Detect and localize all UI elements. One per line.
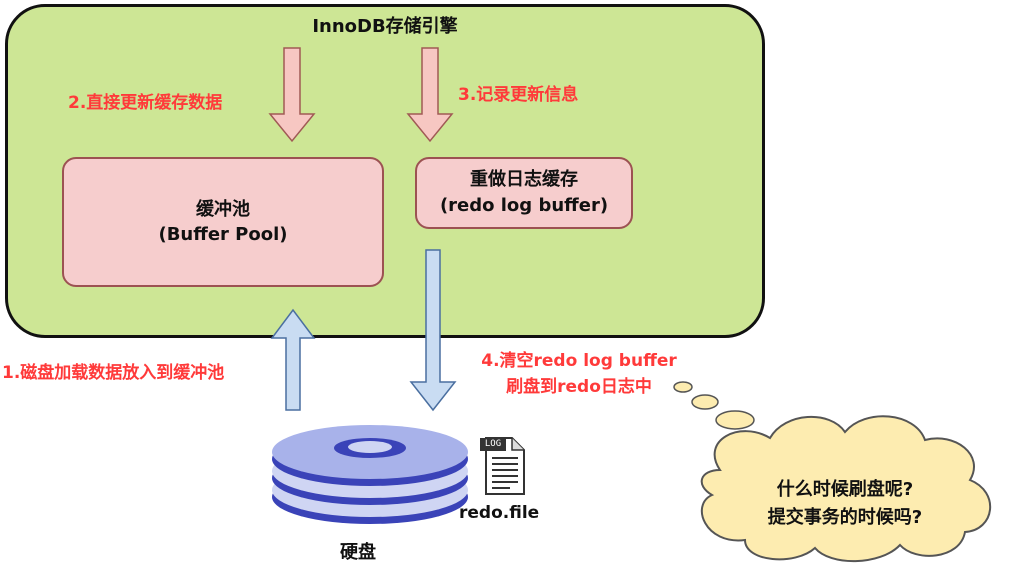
disk-label: 硬盘 xyxy=(340,542,376,563)
cloud-line1: 什么时候刷盘呢? xyxy=(776,479,914,500)
thought-bubbles xyxy=(673,381,755,430)
arrow-flush-redo xyxy=(409,249,457,412)
cloud-question: 什么时候刷盘呢? 提交事务的时候吗? xyxy=(700,476,990,532)
disk-icon xyxy=(272,425,468,524)
redo-log-buffer-box: 重做日志缓存 (redo log buffer) xyxy=(415,157,633,229)
step4-line2: 刷盘到redo日志中 xyxy=(506,377,652,397)
cloud-shape xyxy=(700,415,992,563)
redo-buffer-title: 重做日志缓存 xyxy=(470,169,578,190)
arrow-disk-to-pool xyxy=(270,308,316,411)
step4-label: 4.清空redo log buffer 刷盘到redo日志中 xyxy=(464,348,694,400)
redo-file-label: redo.file xyxy=(459,503,540,523)
engine-title: InnoDB存储引擎 xyxy=(312,16,458,37)
step1-label: 1.磁盘加载数据放入到缓冲池 xyxy=(2,363,225,383)
log-file-icon xyxy=(485,437,525,495)
arrow-update-cache xyxy=(268,47,316,143)
step2-label: 2.直接更新缓存数据 xyxy=(68,93,223,113)
step4-line1: 4.清空redo log buffer xyxy=(481,351,677,371)
log-tag: LOG xyxy=(480,438,506,451)
arrow-record-update xyxy=(406,47,454,143)
redo-buffer-subtitle: (redo log buffer) xyxy=(439,195,609,216)
cloud-line2: 提交事务的时候吗? xyxy=(767,507,923,528)
buffer-pool-subtitle: (Buffer Pool) xyxy=(158,224,288,245)
buffer-pool-title: 缓冲池 xyxy=(196,199,250,220)
step3-label: 3.记录更新信息 xyxy=(458,85,579,105)
buffer-pool-box: 缓冲池 (Buffer Pool) xyxy=(62,157,384,287)
